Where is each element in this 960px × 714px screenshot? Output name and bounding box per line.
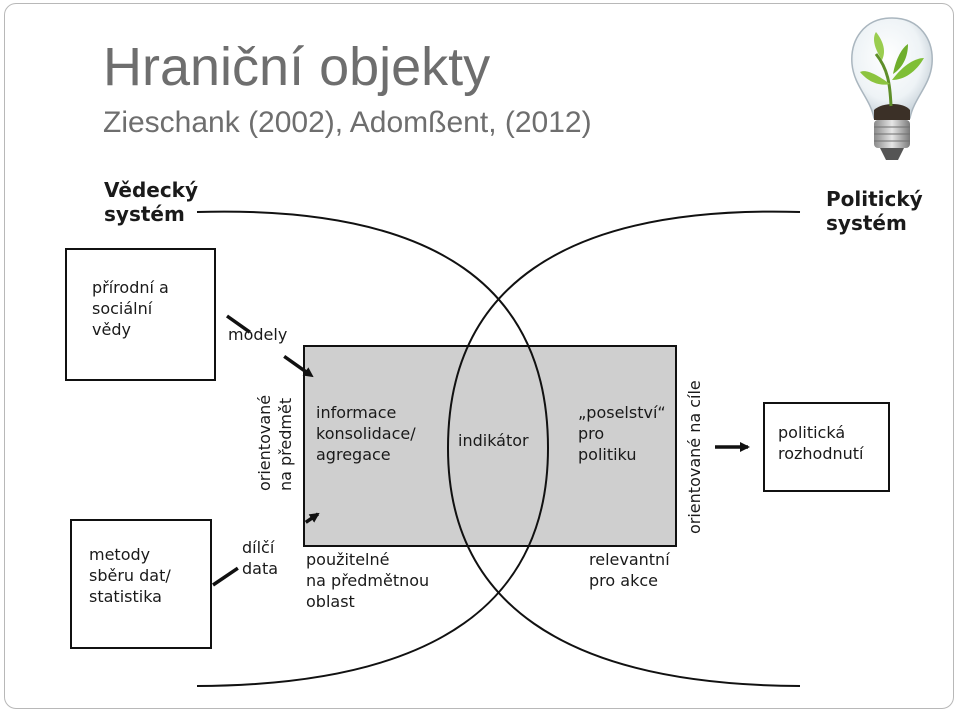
slide-frame [4, 3, 954, 709]
label-line: dílčí [242, 538, 275, 557]
message-label: „poselství“ pro politiku [578, 403, 666, 465]
label-line: politiku [578, 444, 637, 464]
label-line: metody [89, 545, 151, 564]
label-line: agregace [316, 444, 391, 464]
label-line: data [242, 558, 279, 578]
lightbulb-plant-icon [851, 17, 933, 160]
scientific-system-label: Vědecký systém [104, 178, 198, 226]
political-system-label: Politický systém [826, 187, 923, 235]
label-line: politická [778, 423, 846, 442]
goal-oriented-label: orientované na cíle [685, 380, 704, 534]
box-sciences [65, 248, 216, 381]
information-label: informace konsolidace/ agregace [316, 403, 416, 465]
label-line: na předmětnou [306, 570, 430, 590]
partial-data-label: dílčí data [242, 538, 278, 580]
label-line: rozhodnutí [778, 443, 864, 463]
scientific-system-arc [196, 210, 550, 687]
models-arrow [225, 314, 314, 378]
label-line: použitelné [306, 550, 390, 569]
partial-data-arrow [212, 512, 320, 587]
label-line: na předmět [275, 397, 295, 491]
slide-subtitle: Zieschank (2002), Adomßent, (2012) [103, 106, 592, 139]
box-political-decisions [763, 402, 890, 492]
boundary-zone-rect [303, 345, 677, 547]
label-line: pro akce [589, 570, 658, 590]
subject-oriented-label: orientované na předmět [255, 395, 297, 491]
box-decisions-text: politická rozhodnutí [778, 423, 864, 465]
label-line: sociální [92, 298, 153, 318]
relevant-label: relevantní pro akce [589, 550, 670, 592]
box-methods-text: metody sběru dat/ statistika [89, 545, 171, 607]
label-line: konsolidace/ [316, 423, 416, 443]
usable-label: použitelné na předmětnou oblast [306, 550, 429, 612]
label-line: Vědecký [104, 178, 199, 202]
label-line: přírodní a [92, 278, 169, 297]
label-line: oblast [306, 591, 355, 611]
label-line: sběru dat/ [89, 565, 171, 585]
label-line: informace [316, 403, 397, 422]
political-system-arc [446, 210, 801, 687]
box-sciences-text: přírodní a sociální vědy [92, 278, 169, 340]
label-line: statistika [89, 586, 162, 606]
box-methods [70, 519, 212, 649]
label-line: systém [104, 202, 185, 226]
slide-title: Hraniční objekty [103, 37, 491, 97]
label-line: „poselství“ [578, 403, 666, 422]
label-line: pro [578, 423, 605, 443]
label-line: relevantní [589, 550, 670, 569]
label-line: systém [826, 211, 907, 235]
label-line: vědy [92, 319, 131, 339]
models-label: modely [228, 325, 288, 344]
indicator-label: indikátor [458, 431, 529, 450]
label-line: orientované [255, 394, 274, 491]
label-line: Politický [826, 187, 923, 211]
